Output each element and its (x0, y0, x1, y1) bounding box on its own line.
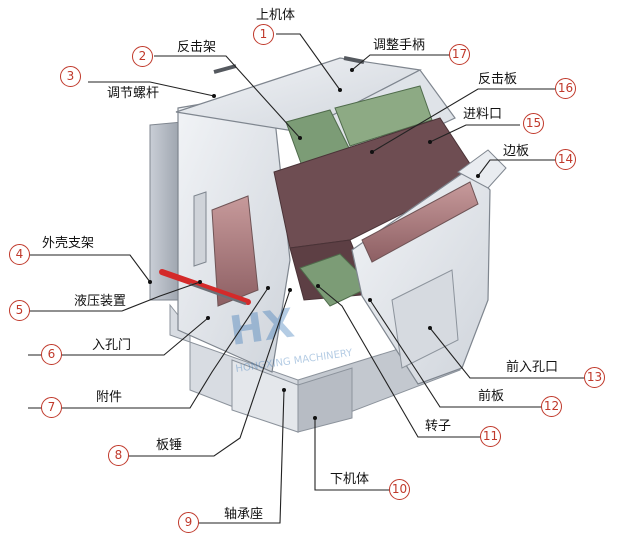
label-shell-support: 外壳支架 (42, 236, 95, 251)
number-badge-17: 17 (449, 44, 470, 65)
label-front-manhole: 前入孔口 (506, 360, 559, 375)
label-adjusting-handle: 调整手柄 (373, 38, 426, 53)
svg-text:HX: HX (227, 300, 297, 355)
label-feed-inlet: 进料口 (463, 107, 503, 122)
watermark-logo: HX HONGXING MACHINERY (227, 300, 354, 375)
label-hydraulic-device: 液压装置 (74, 294, 127, 309)
number-badge-8: 8 (108, 445, 129, 466)
left-shell (149, 91, 291, 373)
number-badge-6: 6 (41, 344, 62, 365)
label-manhole-door: 入孔门 (92, 338, 132, 353)
label-adjusting-screw: 调节螺杆 (107, 86, 160, 101)
number-badge-12: 12 (541, 396, 562, 417)
upper-body (175, 56, 456, 177)
label-side-plate: 边板 (503, 144, 530, 159)
number-badge-4: 4 (9, 244, 30, 265)
leader-dots (148, 68, 480, 420)
number-badge-2: 2 (132, 46, 153, 67)
label-lower-body: 下机体 (330, 472, 370, 487)
hydraulic-cylinder (159, 269, 251, 306)
number-badge-10: 10 (389, 479, 410, 500)
number-badge-3: 3 (60, 66, 81, 87)
number-badge-1: 1 (253, 24, 274, 45)
label-impact-plate: 反击板 (478, 72, 518, 87)
inner-cavity (273, 117, 479, 307)
label-rotor: 转子 (425, 419, 452, 434)
label-accessories: 附件 (96, 390, 123, 405)
number-badge-13: 13 (584, 367, 605, 388)
label-impact-rack: 反击架 (177, 40, 217, 55)
label-upper-body: 上机体 (256, 8, 296, 23)
number-badge-5: 5 (9, 300, 30, 321)
number-badge-7: 7 (41, 397, 62, 418)
number-badge-11: 11 (480, 426, 501, 447)
label-front-plate: 前板 (478, 389, 505, 404)
number-badge-16: 16 (555, 78, 576, 99)
label-blow-bar: 板锤 (156, 438, 183, 453)
leader-lines (28, 33, 587, 524)
number-badge-9: 9 (178, 512, 199, 533)
number-badge-15: 15 (523, 113, 544, 134)
side-plate (351, 149, 507, 385)
number-badge-14: 14 (555, 149, 576, 170)
label-bearing-seat: 轴承座 (224, 507, 264, 522)
